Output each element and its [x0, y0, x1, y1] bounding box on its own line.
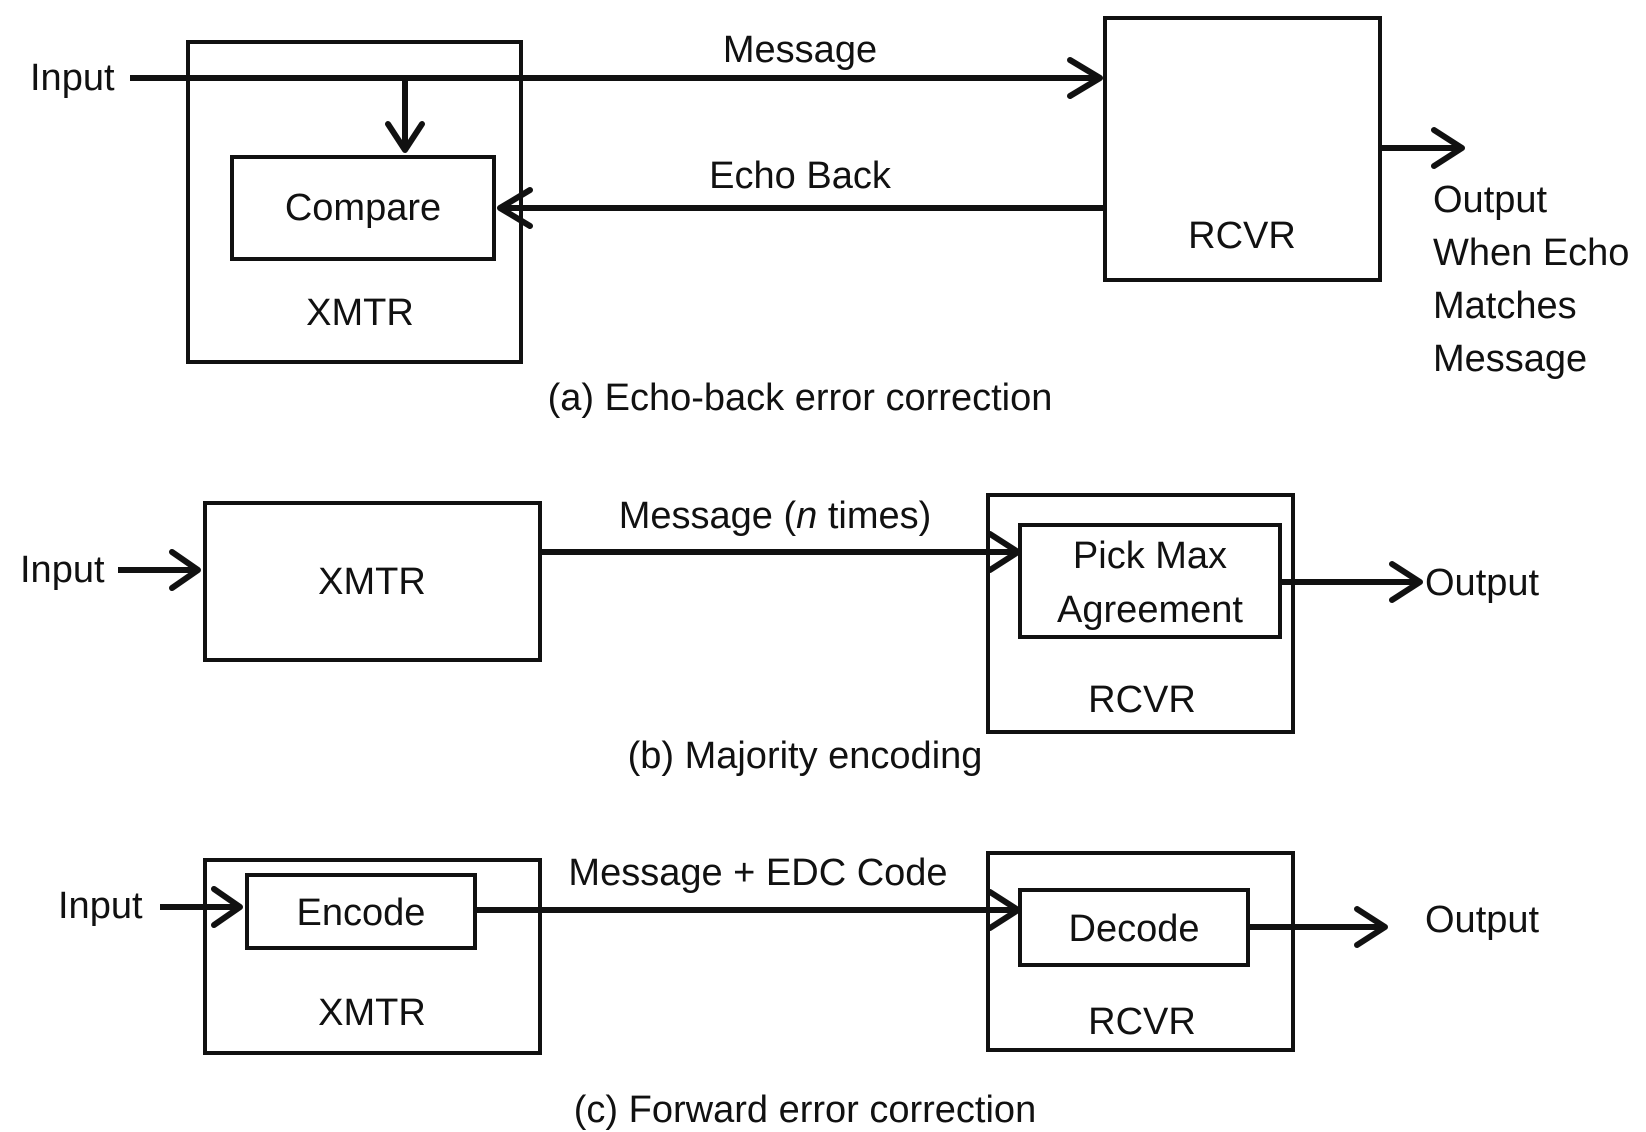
panel-a-echo-back: Input Message XMTR Compare Echo Back RCV…: [30, 16, 1629, 419]
panel-b-majority: Input XMTR Message (n times) Pick Max Ag…: [20, 493, 1540, 777]
panel-c-input-arrowhead: [211, 886, 243, 928]
panel-a-xmtr-box: [186, 40, 523, 364]
panel-a-echo-arrowhead: [497, 187, 533, 229]
panel-c-caption: (c) Forward error correction: [574, 1089, 1036, 1131]
panel-a-tap-arrowhead: [385, 121, 425, 153]
panel-b-output-label: Output: [1425, 562, 1540, 604]
panel-c-decode-label: Decode: [1069, 908, 1200, 950]
panel-b-caption: (b) Majority encoding: [628, 735, 983, 777]
panel-a-output-arrowhead: [1431, 127, 1465, 169]
panel-a-caption: (a) Echo-back error correction: [548, 377, 1053, 419]
panel-c-output-arrowhead: [1354, 906, 1388, 948]
panel-b-rcvr-box: [986, 493, 1295, 734]
panel-b-message-suffix: times): [817, 495, 931, 537]
panel-b-xmtr-label: XMTR: [318, 561, 426, 603]
panel-b-input-label: Input: [20, 549, 105, 591]
panel-c-forward: Input Encode XMTR Message + EDC Code Dec…: [58, 851, 1540, 1131]
panel-a-compare-box: [230, 155, 496, 261]
panel-a-output-line-2: When Echo: [1433, 232, 1629, 274]
panel-b-pick-line-1: Pick Max: [1073, 535, 1227, 577]
panel-b-input-arrowhead: [169, 549, 201, 591]
panel-a-message-arrowhead: [1067, 57, 1103, 99]
panel-c-rcvr-box: [986, 851, 1295, 1052]
panel-c-xmtr-label: XMTR: [318, 992, 426, 1034]
panel-b-output-arrowhead: [1389, 561, 1423, 603]
panel-a-output-line-4: Message: [1433, 338, 1587, 380]
panel-c-input-label: Input: [58, 885, 143, 927]
panel-b-xmtr-box: [203, 501, 542, 662]
panel-a-message-label: Message: [723, 29, 877, 71]
panel-a-rcvr-label: RCVR: [1188, 215, 1296, 257]
panel-b-message-prefix: Message (: [619, 495, 797, 537]
panel-c-xmtr-box: [203, 858, 542, 1055]
panel-a-compare-label: Compare: [285, 187, 441, 229]
panel-c-output-label: Output: [1425, 899, 1540, 941]
panel-a-output-line-1: Output: [1433, 179, 1548, 221]
panel-b-message-italic: n: [796, 495, 817, 537]
panel-a-output-line-3: Matches: [1433, 285, 1577, 327]
panel-a-xmtr-label: XMTR: [306, 292, 414, 334]
panel-a-input-label: Input: [30, 57, 115, 99]
panel-a-echo-label: Echo Back: [709, 155, 892, 197]
panel-c-encode-label: Encode: [297, 892, 426, 934]
panel-b-pick-line-2: Agreement: [1057, 589, 1243, 631]
panel-c-rcvr-label: RCVR: [1088, 1001, 1196, 1043]
panel-b-rcvr-label: RCVR: [1088, 679, 1196, 721]
panel-c-message-label: Message + EDC Code: [568, 852, 947, 894]
panel-b-message-label: Message (n times): [619, 495, 932, 537]
